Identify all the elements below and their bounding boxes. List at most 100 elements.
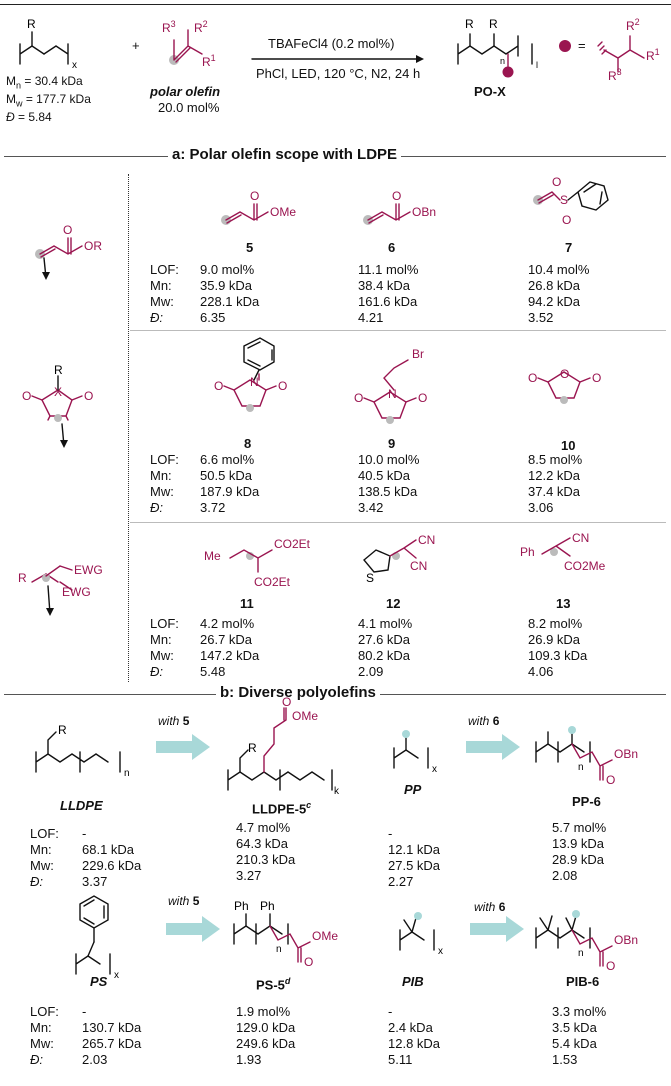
gen3-ewg1: EWG	[74, 563, 103, 577]
compound-12-id: 12	[386, 596, 401, 611]
compound-13-id: 13	[556, 596, 571, 611]
c9-br: Br	[412, 347, 424, 361]
pp6-o: O	[606, 773, 615, 787]
c10-o2: O	[592, 371, 601, 385]
compound-10-id: 10	[561, 438, 576, 453]
gen3-ewg2: EWG	[62, 585, 91, 599]
ps-5-structure: Ph Ph OMe O n	[233, 899, 338, 969]
conditions-bottom: PhCl, LED, 120 °C, N2, 24 h	[256, 66, 421, 81]
row1-labels: LOF:Mn:Mw:Đ:	[150, 262, 179, 325]
ps5-o: O	[304, 955, 313, 969]
c5-group: OMe	[270, 205, 296, 219]
pib-x: x	[438, 946, 443, 957]
side-chain-structure: R2 R1 R3	[597, 17, 660, 83]
ps5-n: n	[276, 944, 282, 955]
gen2-o1: O	[22, 389, 31, 403]
compound-13-structure: Ph CN CO2Me	[520, 531, 606, 573]
pe-mw: Mw = 177.7 kDa	[6, 92, 91, 109]
top-rule	[0, 4, 671, 5]
lldpe-arrow	[156, 734, 210, 760]
lldpe-with: with 5	[158, 714, 190, 728]
pe-r-label: R	[27, 17, 36, 31]
lldpe-n: n	[124, 768, 130, 779]
compound-8-structure: N O O	[214, 337, 287, 412]
c9-n: N	[388, 387, 397, 401]
row2-labels: LOF:Mn:Mw:Đ:	[150, 452, 179, 515]
ps5-ph2: Ph	[260, 899, 275, 913]
lldpe5-r: R	[248, 741, 257, 755]
c6-o: O	[392, 189, 401, 203]
pib-name: PIB	[402, 974, 424, 989]
gen1-o: O	[63, 223, 72, 237]
gen2-r: R	[54, 363, 63, 377]
ps-with: with 5	[168, 894, 200, 908]
compound-7-structure: S O O	[533, 175, 609, 227]
pp-structure: x	[393, 730, 437, 775]
gen2-o2: O	[84, 389, 93, 403]
compound-9-structure: Br N O O	[354, 347, 427, 424]
equals-sign: =	[578, 38, 586, 53]
pe-d: Đ = 5.84	[6, 110, 52, 124]
section-a-divider	[128, 174, 129, 682]
pp6-n: n	[578, 762, 584, 773]
pp-name: PP	[404, 782, 422, 797]
lldpe-r: R	[58, 723, 67, 737]
gen1-or: OR	[84, 239, 102, 253]
generic-ewg-structure: R EWG EWG	[18, 563, 103, 616]
product-structure: R R n l	[457, 17, 538, 78]
c7-s: S	[560, 193, 568, 207]
c11-g1: CO2Et	[274, 537, 311, 551]
side-r1: R1	[646, 47, 660, 63]
generic-acrylate-structure: O OR	[35, 223, 102, 280]
c7-o1: O	[552, 175, 561, 189]
pp-6-name: PP-6	[572, 794, 601, 809]
ps-5-name: PS-5d	[256, 976, 291, 993]
ps5-ph1: Ph	[234, 899, 249, 913]
pp6-obn: OBn	[614, 747, 638, 761]
gen3-r: R	[18, 571, 27, 585]
lldpe5-ome: OMe	[292, 709, 318, 723]
compound-10-structure: O O O	[528, 367, 601, 404]
gen2-x: X	[54, 385, 62, 399]
pp-with: with 6	[468, 714, 500, 728]
c10-o-ring: O	[560, 367, 569, 381]
lldpe-5-name: LLDPE-5c	[252, 800, 312, 817]
c12-g2: CN	[410, 559, 427, 573]
pe-mn: Mn = 30.4 kDa	[6, 74, 83, 91]
pib-arrow	[470, 916, 524, 942]
generic-imide-structure: R X O O	[22, 363, 93, 448]
reaction-arrow	[251, 55, 424, 63]
pp-x: x	[432, 764, 437, 775]
olefin-r2: R2	[194, 19, 208, 35]
ps-x: x	[114, 970, 119, 981]
polar-olefin-amount: 20.0 mol%	[158, 100, 220, 115]
ps-name: PS	[90, 974, 108, 989]
row1-separator	[130, 330, 666, 331]
pp-arrow	[466, 734, 520, 760]
pib-6-name: PIB-6	[566, 974, 600, 989]
plus-sign: +	[132, 38, 140, 53]
lldpe-name: LLDPE	[60, 798, 103, 813]
ps5-ome: OMe	[312, 929, 338, 943]
compound-8-id: 8	[244, 436, 252, 451]
compound-11-structure: Me CO2Et CO2Et	[204, 537, 311, 589]
section-b-title: b: Diverse polyolefins	[216, 684, 380, 701]
row3-labels: LOF:Mn:Mw:Đ:	[150, 616, 179, 679]
c12-g1: CN	[418, 533, 435, 547]
olefin-r3: R3	[162, 19, 176, 35]
compound-7-id: 7	[565, 240, 573, 255]
compound-5-structure: O OMe	[221, 189, 296, 225]
lldpe-structure: R n	[35, 723, 130, 779]
c5-o: O	[250, 189, 259, 203]
